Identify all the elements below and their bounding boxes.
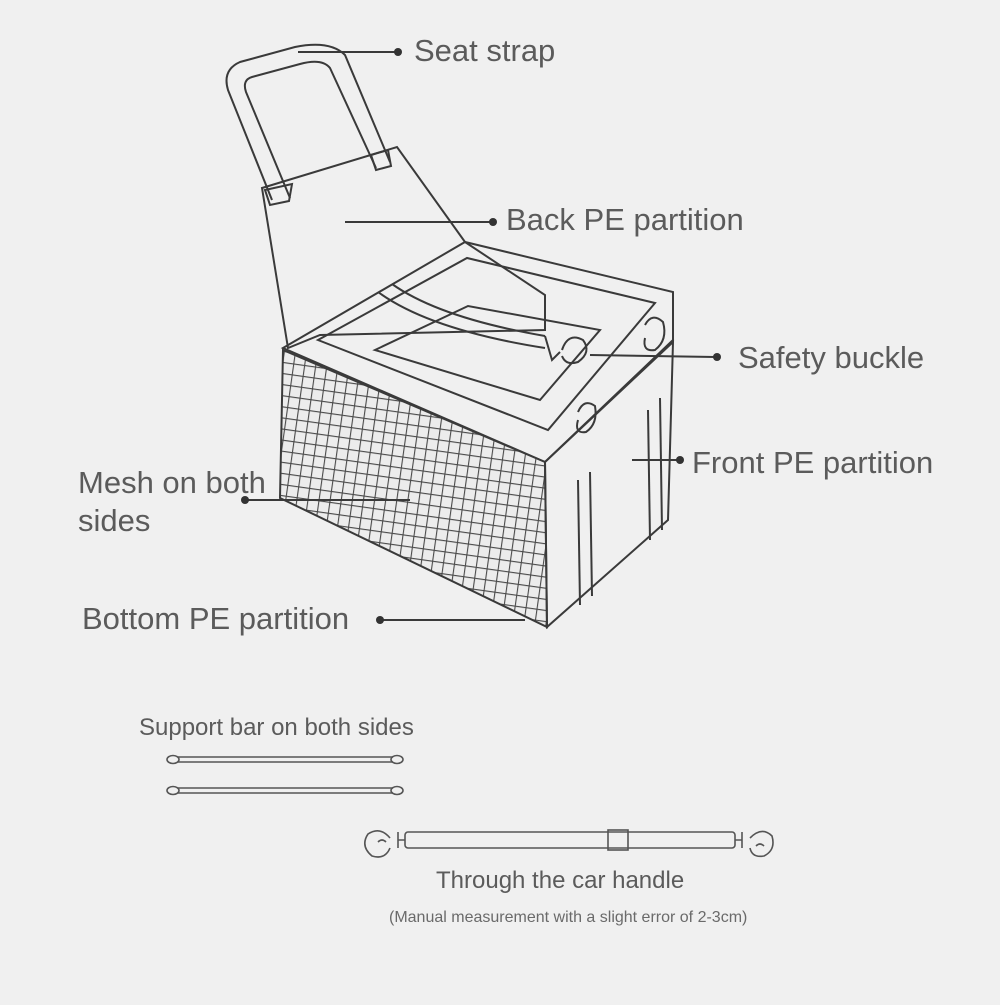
label-mesh-on-both-sides: Mesh on both sides <box>78 465 266 538</box>
front-pe-partition <box>543 339 675 630</box>
leader-safety-buckle <box>589 354 716 358</box>
label-front-pe-partition: Front PE partition <box>692 445 934 480</box>
label-measurement-note: (Manual measurement with a slight error … <box>389 909 748 926</box>
label-through-car-handle: Through the car handle <box>436 867 685 894</box>
seat-strap <box>225 43 393 207</box>
leader-dot-safety-buckle <box>713 353 721 361</box>
label-support-bar: Support bar on both sides <box>139 714 414 741</box>
back-pe-partition <box>260 145 546 350</box>
safety-buckle-strap <box>377 283 666 434</box>
car-handle-strap <box>364 829 774 858</box>
support-bar-2 <box>166 785 404 796</box>
mesh-side-panel <box>278 348 549 629</box>
label-safety-buckle: Safety buckle <box>738 340 925 375</box>
support-bar-1 <box>166 754 404 765</box>
leader-dot-front-pe <box>676 456 684 464</box>
leader-dot-bottom-pe <box>376 616 384 624</box>
leader-dot-mesh <box>241 496 249 504</box>
leader-dot-seat-strap <box>394 48 402 56</box>
label-bottom-pe-partition: Bottom PE partition <box>82 601 350 636</box>
label-back-pe-partition: Back PE partition <box>506 202 744 237</box>
label-seat-strap: Seat strap <box>414 33 556 68</box>
leader-dot-back-pe <box>489 218 497 226</box>
